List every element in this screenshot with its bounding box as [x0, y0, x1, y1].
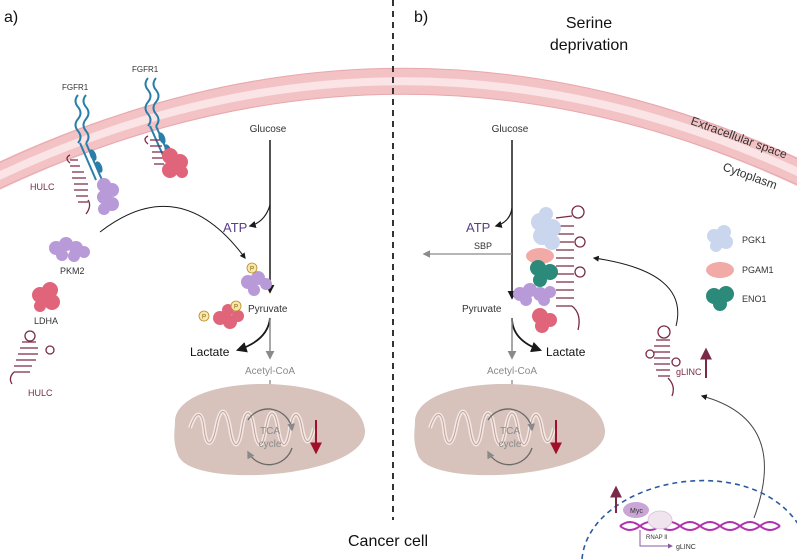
rnap-ii-protein: [647, 510, 673, 530]
fgfr1-label-2: FGFR1: [132, 65, 159, 74]
atp-arrow-a: [248, 204, 271, 228]
pkm2-protein-free: [49, 237, 90, 262]
pkm2-phospho: [241, 271, 272, 296]
glinc-scaffold-rna: [555, 205, 586, 331]
tca-a-1: TCA: [260, 426, 280, 437]
atp-a: ATP: [223, 220, 247, 235]
legend-eno1-label: ENO1: [742, 294, 767, 304]
pgam1-protein-complex: [526, 248, 554, 264]
fgfr1-label-1: FGFR1: [62, 83, 89, 92]
tca-a-2: cycle: [259, 439, 282, 450]
sbp-label: SBP: [474, 241, 492, 251]
svg-text:P: P: [250, 267, 254, 273]
nucleus: [581, 479, 797, 559]
pkm2-protein-bound: [97, 178, 119, 215]
panel-b-title-2: deprivation: [550, 37, 628, 54]
pkm2-label: PKM2: [60, 266, 85, 276]
tca-b-2: cycle: [499, 439, 522, 450]
glinc-rna-free: [645, 325, 681, 397]
acetyl-coa-b: Acetyl-CoA: [487, 366, 537, 377]
ldha-protein-complex: [532, 308, 557, 333]
legend: PGK1 PGAM1 ENO1: [706, 225, 774, 311]
rnap-label: RNAP II: [646, 535, 668, 541]
myc-protein: [623, 502, 649, 518]
panel-b-label: b): [414, 9, 428, 26]
cancer-cell-label: Cancer cell: [348, 533, 428, 550]
ldha-phospho: [213, 304, 244, 329]
lactate-a: Lactate: [190, 345, 230, 359]
panel-a-label: a): [4, 9, 18, 26]
phospho-mark-2: P: [198, 310, 210, 322]
ldha-protein-free: [32, 282, 60, 312]
hulc-rna-free: [9, 330, 55, 385]
atp-b: ATP: [466, 220, 490, 235]
pyruvate-b: Pyruvate: [462, 304, 502, 315]
tca-b-1: TCA: [500, 426, 520, 437]
glinc-gene-label: gLINC: [676, 544, 696, 551]
arrow-glinc-to-complex: [592, 255, 679, 327]
arrow-to-pkm2: [99, 205, 246, 259]
acetyl-coa-a: Acetyl-CoA: [245, 366, 295, 377]
atp-arrow-b: [494, 207, 513, 228]
legend-pgk1-label: PGK1: [742, 235, 766, 245]
fgfr1-receptor-1: [74, 94, 103, 181]
hulc-rna-bound: [66, 154, 91, 215]
svg-text:P: P: [202, 315, 206, 321]
pyruvate-a: Pyruvate: [248, 304, 288, 315]
eno1-protein-complex: [530, 260, 558, 287]
pkm2-protein-complex: [513, 283, 556, 306]
pgk1-protein-complex: [531, 207, 561, 250]
phospho-mark-3: P: [230, 300, 242, 312]
legend-pgam1-label: PGAM1: [742, 265, 774, 275]
cell-membrane: [0, 67, 797, 190]
arrow-nucleus-to-glinc: [700, 394, 765, 519]
hulc-free-label: HULC: [28, 388, 53, 398]
legend-pgam1-swatch: [706, 262, 734, 278]
hulc-bound-label: HULC: [30, 182, 55, 192]
lactate-arrow-a: [235, 317, 271, 353]
ldha-label: LDHA: [34, 316, 58, 326]
legend-pgk1-swatch: [707, 225, 733, 252]
glucose-b: Glucose: [492, 124, 529, 135]
glinc-label: gLINC: [676, 367, 702, 377]
svg-text:P: P: [234, 305, 238, 311]
legend-eno1-swatch: [706, 286, 734, 311]
panel-b-title-1: Serine: [566, 15, 612, 32]
lactate-b: Lactate: [546, 345, 586, 359]
glinc-gene-arrow: [639, 530, 673, 549]
myc-label: Myc: [630, 508, 643, 515]
ldha-protein-bound: [162, 148, 188, 178]
glucose-a: Glucose: [250, 124, 287, 135]
phospho-mark-1: P: [246, 262, 258, 274]
hulc-rna-bound-2: [144, 135, 164, 165]
